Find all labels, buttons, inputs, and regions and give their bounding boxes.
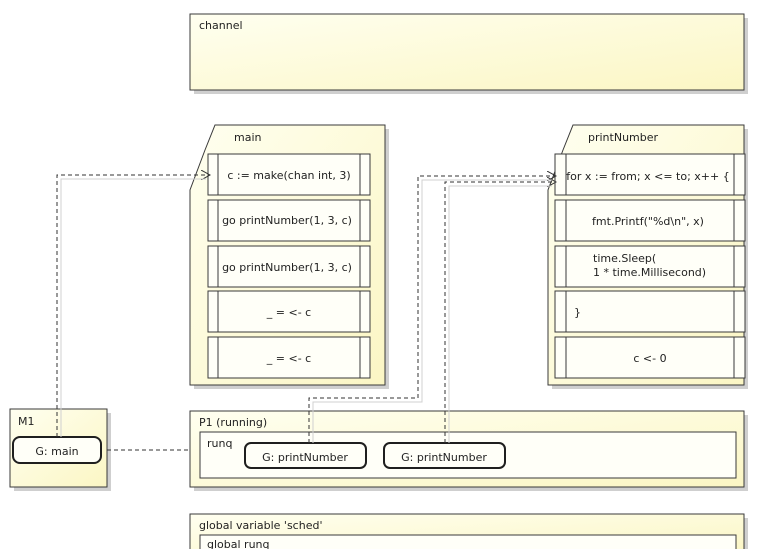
print-stmt-5-text: c <- 0 xyxy=(633,352,666,365)
print-stmt-2-text: fmt.Printf("%d\n", x) xyxy=(592,215,704,228)
print-stmt-1[interactable]: for x := from; x <= to; x++ { xyxy=(554,153,746,196)
print-stmt-3-text-line2: 1 * time.Millisecond) xyxy=(593,266,706,279)
print-stmt-4-text: } xyxy=(574,306,581,319)
main-stmt-3-text: go printNumber(1, 3, c) xyxy=(222,261,352,274)
print-stmt-5[interactable]: c <- 0 xyxy=(554,336,746,379)
printnumber-function-box: printNumber for x := from; x <= to; x++ … xyxy=(547,124,748,389)
main-title: main xyxy=(234,131,262,144)
main-stmt-4[interactable]: _ = <- c xyxy=(207,290,371,333)
main-function-box: main c := make(chan int, 3) go printNumb… xyxy=(189,124,389,389)
m1-box: M1 G: main xyxy=(9,408,111,491)
sched-runq xyxy=(199,534,737,549)
sched-box: global variable 'sched' global runq xyxy=(189,513,748,549)
m1-goroutine-label: G: main xyxy=(35,445,78,458)
main-stmt-3[interactable]: go printNumber(1, 3, c) xyxy=(207,245,371,288)
channel-title: channel xyxy=(199,19,243,32)
main-stmt-5-text: _ = <- c xyxy=(266,352,311,365)
p1-goroutine-1[interactable]: G: printNumber xyxy=(244,442,367,469)
arrow-gprint1-to-printnumber xyxy=(308,176,556,443)
connectors xyxy=(56,175,556,451)
sched-title: global variable 'sched' xyxy=(199,519,322,532)
print-stmt-1-text: for x := from; x <= to; x++ { xyxy=(566,170,729,183)
main-stmt-2-text: go printNumber(1, 3, c) xyxy=(222,214,352,227)
p1-goroutine-1-label: G: printNumber xyxy=(262,451,348,464)
m1-title: M1 xyxy=(18,415,35,428)
print-stmt-3-text-line1: time.Sleep( xyxy=(593,252,656,265)
arrow-gprint2-to-printnumber xyxy=(444,182,556,443)
print-stmt-2[interactable]: fmt.Printf("%d\n", x) xyxy=(554,199,746,242)
channel-box: channel xyxy=(189,13,748,94)
p1-goroutine-2[interactable]: G: printNumber xyxy=(383,442,506,469)
connector-shadows xyxy=(60,178,552,443)
main-stmt-2[interactable]: go printNumber(1, 3, c) xyxy=(207,199,371,242)
arrow-gmain-to-main xyxy=(56,175,210,437)
p1-box: P1 (running) runq G: printNumber G: prin… xyxy=(189,410,748,491)
sched-runq-label: global runq xyxy=(207,538,270,549)
main-stmt-1-text: c := make(chan int, 3) xyxy=(227,169,350,182)
printnumber-title: printNumber xyxy=(588,131,659,144)
p1-runq-label: runq xyxy=(207,437,232,450)
p1-goroutine-2-label: G: printNumber xyxy=(401,451,487,464)
print-stmt-3[interactable]: time.Sleep( 1 * time.Millisecond) xyxy=(554,245,746,288)
main-stmt-5[interactable]: _ = <- c xyxy=(207,336,371,379)
print-stmt-4[interactable]: } xyxy=(554,290,746,333)
main-stmt-4-text: _ = <- c xyxy=(266,306,311,319)
main-stmt-1[interactable]: c := make(chan int, 3) xyxy=(207,153,371,196)
m1-goroutine-main[interactable]: G: main xyxy=(12,436,102,464)
p1-title: P1 (running) xyxy=(199,416,267,429)
